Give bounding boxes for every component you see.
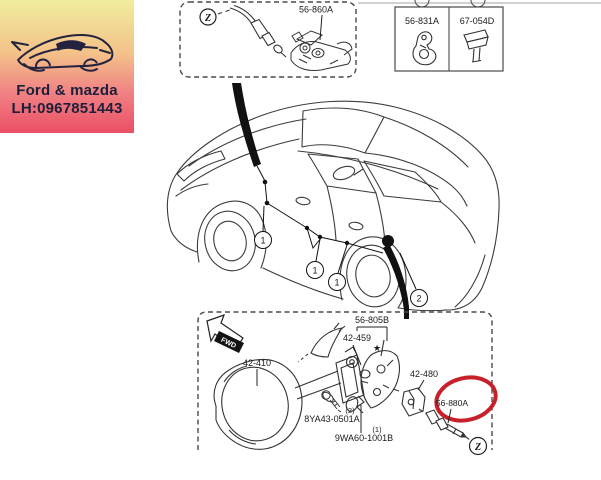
zone-z-label-top: Z <box>204 13 211 24</box>
part-label-8YA43-0501A: 8YA43-0501A <box>304 414 359 424</box>
rear-door-handle <box>348 221 364 231</box>
car-callout-graphics <box>232 83 428 319</box>
highlight-ellipse <box>434 375 498 423</box>
qty-label-1: (1) <box>372 425 382 434</box>
fwd-arrow: FWD <box>206 314 244 353</box>
lock-actuator-drawing <box>382 384 426 417</box>
qty-label-2: (2) <box>345 406 355 415</box>
part-label-56-831A: 56-831A <box>405 16 439 26</box>
fuel-lid-point-dot <box>382 235 394 247</box>
lid-latch-mechanism-drawing <box>345 339 400 414</box>
clip-icon-56-831A <box>412 31 437 66</box>
thick-leader-to-bottom-box <box>383 244 409 319</box>
seller-logo: Ford & mazda LH:0967851443 <box>0 0 134 133</box>
car-body-outline <box>166 100 500 311</box>
front-wheel <box>204 210 256 272</box>
star-symbol: ★ <box>373 343 381 353</box>
part-label-67-054D: 67-054D <box>460 16 495 26</box>
zone-z-circle-top <box>199 8 217 26</box>
leader-42-459 <box>352 344 362 366</box>
fuel-lid-housing-drawing <box>213 346 365 450</box>
side-mirror <box>332 165 356 181</box>
callout-1-circle-c <box>328 273 346 291</box>
logo-phone-text: LH:0967851443 <box>11 100 123 117</box>
top-detail-box-border <box>179 1 357 78</box>
headlight <box>176 150 226 182</box>
part-label-56-805B: 56-805B <box>355 315 389 325</box>
harness-line <box>264 181 384 254</box>
clip-icon-67-054D <box>463 29 489 63</box>
bracket-56-805B <box>356 326 388 341</box>
part-label-56-880A: 56-880A <box>436 398 468 408</box>
screw-drawing <box>321 390 342 413</box>
leader-56-860A <box>319 14 323 41</box>
rear-wheel <box>346 244 400 308</box>
leader-42-480 <box>417 379 425 391</box>
bottom-detail-box-border <box>197 311 493 450</box>
part-label-42-480: 42-480 <box>410 369 438 379</box>
release-cable-drawing <box>217 4 287 58</box>
leader-56-880A <box>447 408 452 424</box>
callout-1-label-b: 1 <box>312 265 317 275</box>
thick-leader-to-top-box <box>232 83 261 167</box>
part-label-42-410: 42-410 <box>243 358 271 368</box>
hinge-arm-drawing <box>297 322 346 363</box>
top-detail-box: Z 56-860A <box>179 1 357 78</box>
zone-z-circle-bottom <box>468 436 488 456</box>
part-label-42-459: 42-459 <box>343 333 371 343</box>
latch-assembly-drawing <box>290 30 353 71</box>
opener-cable-drawing <box>418 408 471 441</box>
zone-z-label-bottom: Z <box>474 442 481 453</box>
callout-1-circle-b <box>306 261 324 279</box>
callout-2-label: 2 <box>416 293 421 303</box>
windshield <box>301 107 385 154</box>
part-label-56-860A: 56-860A <box>299 5 333 15</box>
logo-car-icon <box>11 34 114 72</box>
callout-1-circle-a <box>254 231 272 249</box>
bottom-detail-box: FWD <box>197 311 498 456</box>
callout-2-circle <box>410 289 428 307</box>
callout-1-label-a: 1 <box>260 235 265 245</box>
front-door-handle <box>295 196 311 206</box>
fastener-table: 56-831A 67-054D <box>394 0 504 72</box>
front-door-window <box>307 153 377 194</box>
callout-1-label-c: 1 <box>334 277 339 287</box>
part-label-9WA60-1001B: 9WA60-1001B <box>335 433 393 443</box>
logo-brand-text: Ford & mazda <box>16 82 118 99</box>
rear-door-window <box>363 160 442 203</box>
